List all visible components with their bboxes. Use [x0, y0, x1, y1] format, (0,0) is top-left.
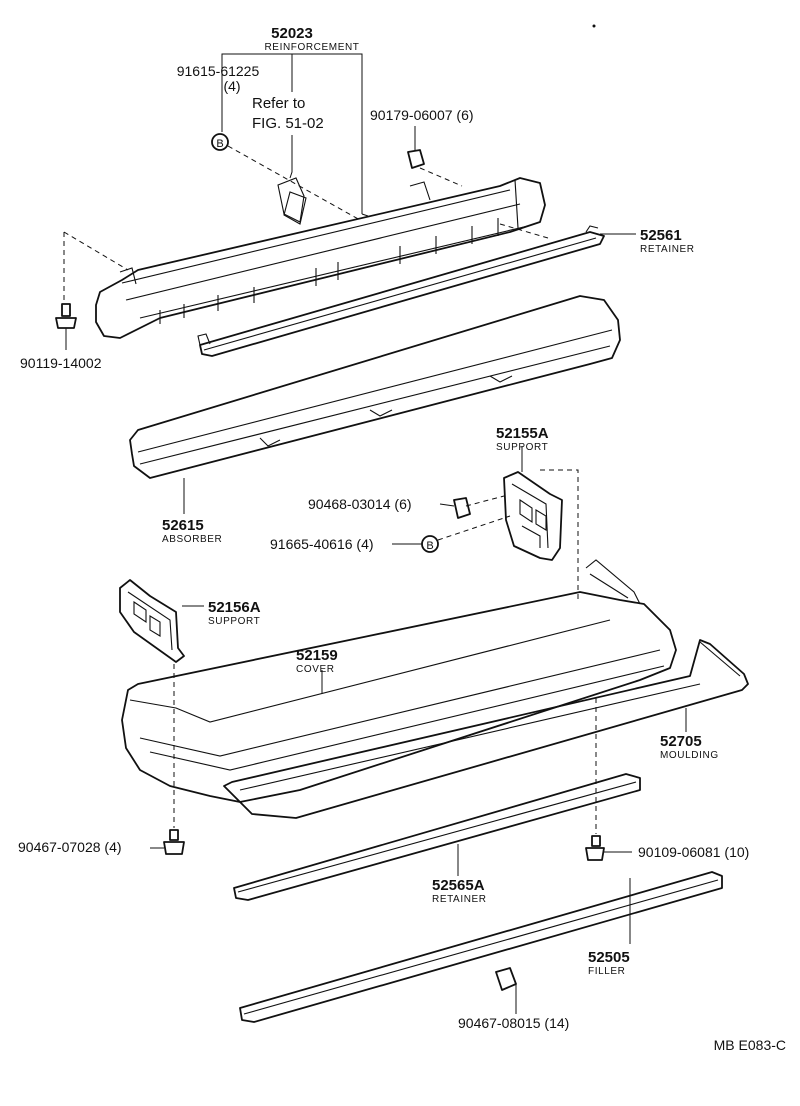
- label-52155a-name: SUPPORT: [496, 442, 548, 453]
- moulding-part: [223, 639, 749, 819]
- label-90119-number: 90119-14002: [20, 355, 102, 371]
- label-52023-number: 52023: [271, 25, 313, 42]
- label-52505-number: 52505: [588, 949, 630, 966]
- label-52156a-number: 52156A: [208, 599, 261, 616]
- nut-90467-07028-icon: [163, 829, 185, 855]
- absorber-part: [129, 295, 621, 479]
- label-52615-number: 52615: [162, 517, 204, 534]
- support-52155a-part: [503, 471, 563, 561]
- label-52155a-number: 52155A: [496, 425, 549, 442]
- label-52615-name: ABSORBER: [162, 534, 222, 545]
- callout-b-upper-icon: B: [211, 133, 229, 151]
- label-52705-number: 52705: [660, 733, 702, 750]
- diagram-code: MB E083-C: [714, 1037, 786, 1053]
- label-90467-08015-number: 90467-08015 (14): [458, 1015, 569, 1031]
- clip-90467-08015-icon: [495, 967, 517, 991]
- assembly-dashed-lines: [63, 145, 597, 834]
- label-52565a-name: RETAINER: [432, 894, 487, 905]
- label-91665-number: 91665-40616 (4): [270, 536, 374, 552]
- nut-90179-icon: [407, 149, 425, 169]
- callout-b-lower-icon: B: [421, 535, 439, 553]
- leader-lines: [65, 53, 687, 1014]
- label-52156a-name: SUPPORT: [208, 616, 260, 627]
- reinforcement-part: [95, 177, 546, 339]
- label-91615-number: 91615-61225: [177, 63, 260, 79]
- label-52159-name: COVER: [296, 664, 335, 675]
- callout-b-lower-text: B: [426, 540, 433, 552]
- label-refer-line1: Refer to: [252, 95, 305, 112]
- clip-90468-icon: [453, 497, 471, 519]
- label-91615-qty: (4): [223, 78, 240, 94]
- retainer-52561-part: [197, 225, 605, 357]
- label-52561-name: RETAINER: [640, 244, 695, 255]
- label-90468-number: 90468-03014 (6): [308, 496, 412, 512]
- label-refer-line2: FIG. 51-02: [252, 115, 324, 132]
- label-52505-name: FILLER: [588, 966, 626, 977]
- label-52159-number: 52159: [296, 647, 338, 664]
- label-52561-number: 52561: [640, 227, 682, 244]
- filler-part: [239, 871, 723, 1023]
- retainer-52565a-part: [233, 773, 641, 901]
- speck-dot: [592, 24, 596, 28]
- label-52705-name: MOULDING: [660, 750, 719, 761]
- label-90179-number: 90179-06007 (6): [370, 107, 474, 123]
- label-52023-name: REINFORCEMENT: [264, 42, 359, 53]
- support-52156a-part: [119, 579, 185, 663]
- label-52565a-number: 52565A: [432, 877, 485, 894]
- label-90109-number: 90109-06081 (10): [638, 844, 749, 860]
- cover-part: [121, 559, 677, 803]
- callout-b-upper-text: B: [216, 138, 223, 150]
- label-90467-07028-number: 90467-07028 (4): [18, 839, 122, 855]
- bolt-90119-icon: [55, 303, 77, 329]
- bolt-90109-icon: [585, 835, 605, 861]
